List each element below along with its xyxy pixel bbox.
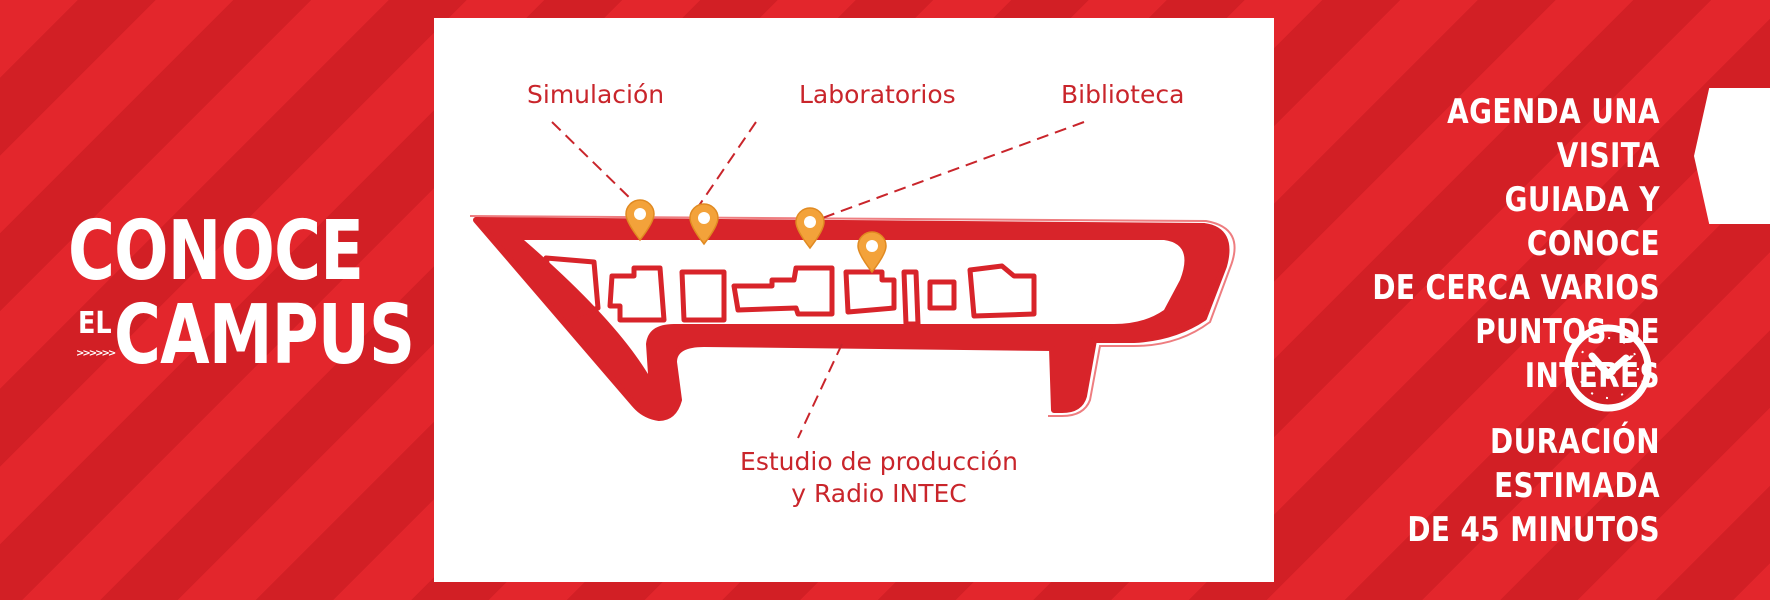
label-simulacion: Simulación — [527, 80, 665, 109]
label-estudio-line2: y Radio INTEC — [791, 479, 967, 508]
agenda-line-2: GUIADA Y CONOCE — [1504, 180, 1660, 264]
building-8 — [967, 263, 1037, 319]
connector-estudio — [797, 343, 843, 439]
pin-laboratorios-icon — [689, 203, 719, 246]
title-campus: CAMPUS — [114, 288, 415, 383]
title-conoce: CONOCE — [68, 204, 364, 299]
title-arrows-decoration: >>>>>> — [76, 348, 116, 359]
building-4 — [731, 265, 835, 317]
map-connectors — [551, 121, 1085, 439]
connector-simulacion — [551, 121, 637, 205]
building-1 — [543, 255, 601, 319]
banner-title: CONOCE EL >>>>>> CAMPUS — [68, 204, 415, 380]
campus-buildings — [543, 255, 1037, 327]
title-row-campus: EL >>>>>> CAMPUS — [68, 295, 415, 380]
duration-text: DURACIÓN ESTIMADA DE 45 MINUTOS — [1365, 420, 1660, 552]
label-biblioteca: Biblioteca — [1061, 80, 1185, 109]
building-7 — [927, 279, 957, 311]
map-pins — [625, 199, 887, 274]
connector-laboratorios — [695, 121, 757, 211]
label-estudio-line1: Estudio de producción — [740, 447, 1018, 476]
label-estudio: Estudio de producción y Radio INTEC — [729, 446, 1029, 510]
campus-map-panel: Simulación Laboratorios Biblioteca Estud… — [434, 18, 1274, 582]
duration-line-1: DURACIÓN ESTIMADA — [1490, 422, 1660, 506]
agenda-text: AGENDA UNA VISITA GUIADA Y CONOCE DE CER… — [1365, 90, 1660, 398]
pin-biblioteca-icon — [795, 207, 825, 250]
agenda-line-1: AGENDA UNA VISITA — [1447, 92, 1660, 176]
agenda-line-4: PUNTOS DE INTERÉS — [1475, 312, 1660, 396]
building-3 — [679, 269, 727, 323]
building-5 — [843, 269, 897, 315]
side-arrow-tab[interactable] — [1694, 88, 1770, 224]
visit-info: AGENDA UNA VISITA GUIADA Y CONOCE DE CER… — [1300, 90, 1660, 550]
pin-simulacion-icon — [625, 199, 655, 242]
building-2 — [607, 265, 667, 323]
building-6 — [901, 269, 921, 327]
clock-icon — [1564, 324, 1652, 412]
connector-biblioteca — [805, 121, 1085, 225]
pin-estudio-icon — [857, 231, 887, 274]
agenda-line-3: DE CERCA VARIOS — [1372, 268, 1660, 308]
title-el: EL — [78, 306, 112, 341]
campus-map — [469, 121, 1236, 439]
label-laboratorios: Laboratorios — [799, 80, 956, 109]
duration-line-2: DE 45 MINUTOS — [1407, 510, 1660, 550]
